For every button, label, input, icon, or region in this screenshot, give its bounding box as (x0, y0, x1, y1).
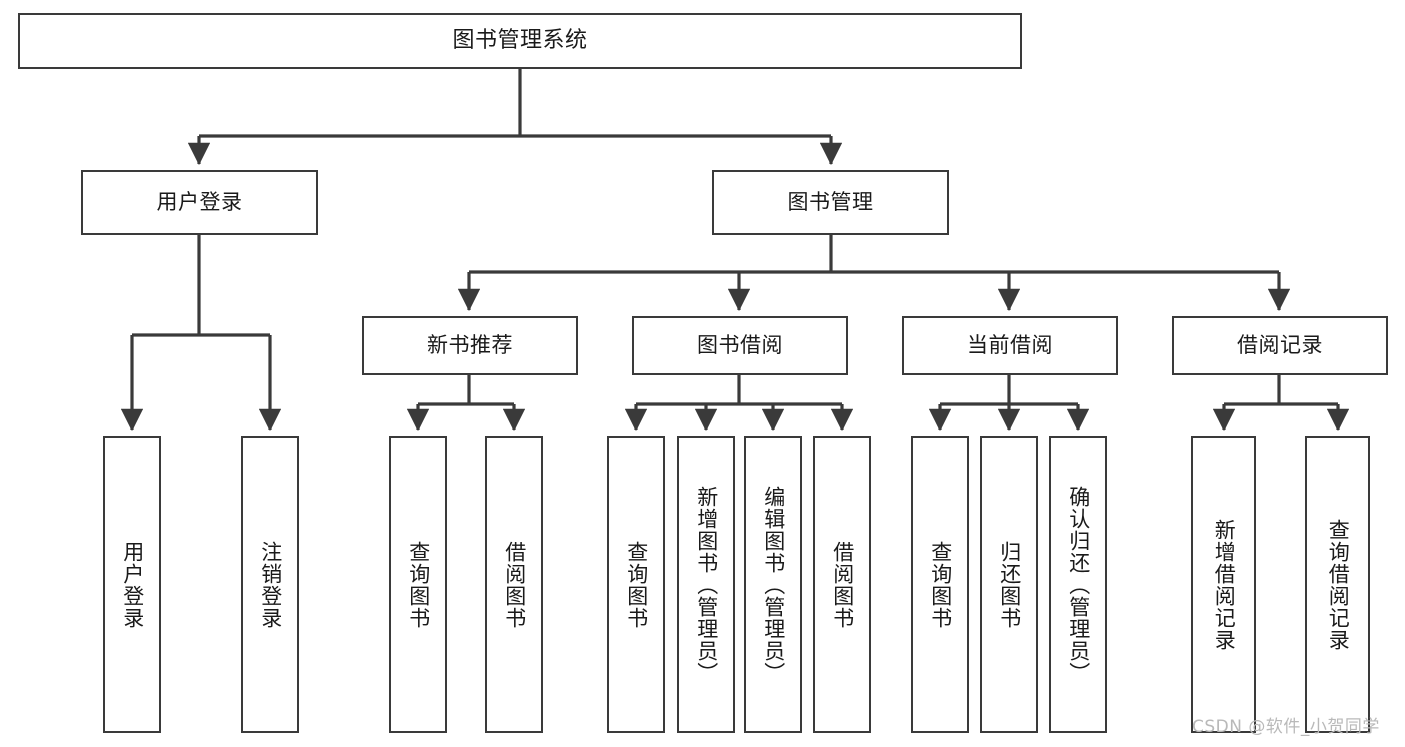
leaf-user-logout[interactable]: 注销登录 (241, 436, 299, 733)
node-current-borrow[interactable]: 当前借阅 (902, 316, 1118, 375)
node-root-label: 图书管理系统 (452, 28, 588, 54)
leaf-borrow-book-2[interactable]: 借阅图书 (813, 436, 871, 733)
node-new-book-recommend[interactable]: 新书推荐 (362, 316, 578, 375)
leaf-add-book-label: 新增图书（管理员） (694, 485, 719, 684)
leaf-return-book-label: 归还图书 (997, 540, 1022, 629)
node-book-borrow-label: 图书借阅 (697, 333, 783, 358)
node-user-login[interactable]: 用户登录 (81, 170, 318, 235)
leaf-user-login[interactable]: 用户登录 (103, 436, 161, 733)
leaf-edit-book[interactable]: 编辑图书（管理员） (744, 436, 802, 733)
leaf-query-book-1[interactable]: 查询图书 (389, 436, 447, 733)
node-book-manage-label: 图书管理 (787, 190, 874, 215)
leaf-add-book[interactable]: 新增图书（管理员） (677, 436, 735, 733)
leaf-query-book-2-label: 查询图书 (624, 540, 649, 629)
leaf-user-login-label: 用户登录 (120, 540, 145, 629)
node-book-borrow[interactable]: 图书借阅 (632, 316, 848, 375)
node-borrow-record-label: 借阅记录 (1237, 333, 1323, 358)
leaf-borrow-book-2-label: 借阅图书 (830, 540, 855, 629)
leaf-return-book[interactable]: 归还图书 (980, 436, 1038, 733)
leaf-query-book-2[interactable]: 查询图书 (607, 436, 665, 733)
node-root[interactable]: 图书管理系统 (18, 13, 1022, 69)
leaf-user-logout-label: 注销登录 (258, 540, 283, 629)
leaf-query-book-3[interactable]: 查询图书 (911, 436, 969, 733)
node-current-borrow-label: 当前借阅 (967, 333, 1053, 358)
leaf-borrow-book-1-label: 借阅图书 (502, 540, 527, 629)
node-borrow-record[interactable]: 借阅记录 (1172, 316, 1388, 375)
leaf-edit-book-label: 编辑图书（管理员） (761, 485, 786, 684)
node-user-login-label: 用户登录 (156, 190, 243, 215)
leaf-query-book-1-label: 查询图书 (406, 540, 431, 629)
leaf-confirm-return-label: 确认归还（管理员） (1066, 485, 1091, 684)
csdn-watermark: CSDN @软件_小贺同学 (1192, 717, 1380, 737)
node-book-manage[interactable]: 图书管理 (712, 170, 949, 235)
leaf-add-record[interactable]: 新增借阅记录 (1191, 436, 1256, 733)
node-new-book-recommend-label: 新书推荐 (427, 333, 513, 358)
leaf-borrow-book-1[interactable]: 借阅图书 (485, 436, 543, 733)
leaf-add-record-label: 新增借阅记录 (1212, 518, 1237, 651)
leaf-query-record-label: 查询借阅记录 (1326, 518, 1351, 651)
leaf-confirm-return[interactable]: 确认归还（管理员） (1049, 436, 1107, 733)
leaf-query-record[interactable]: 查询借阅记录 (1305, 436, 1370, 733)
leaf-query-book-3-label: 查询图书 (928, 540, 953, 629)
